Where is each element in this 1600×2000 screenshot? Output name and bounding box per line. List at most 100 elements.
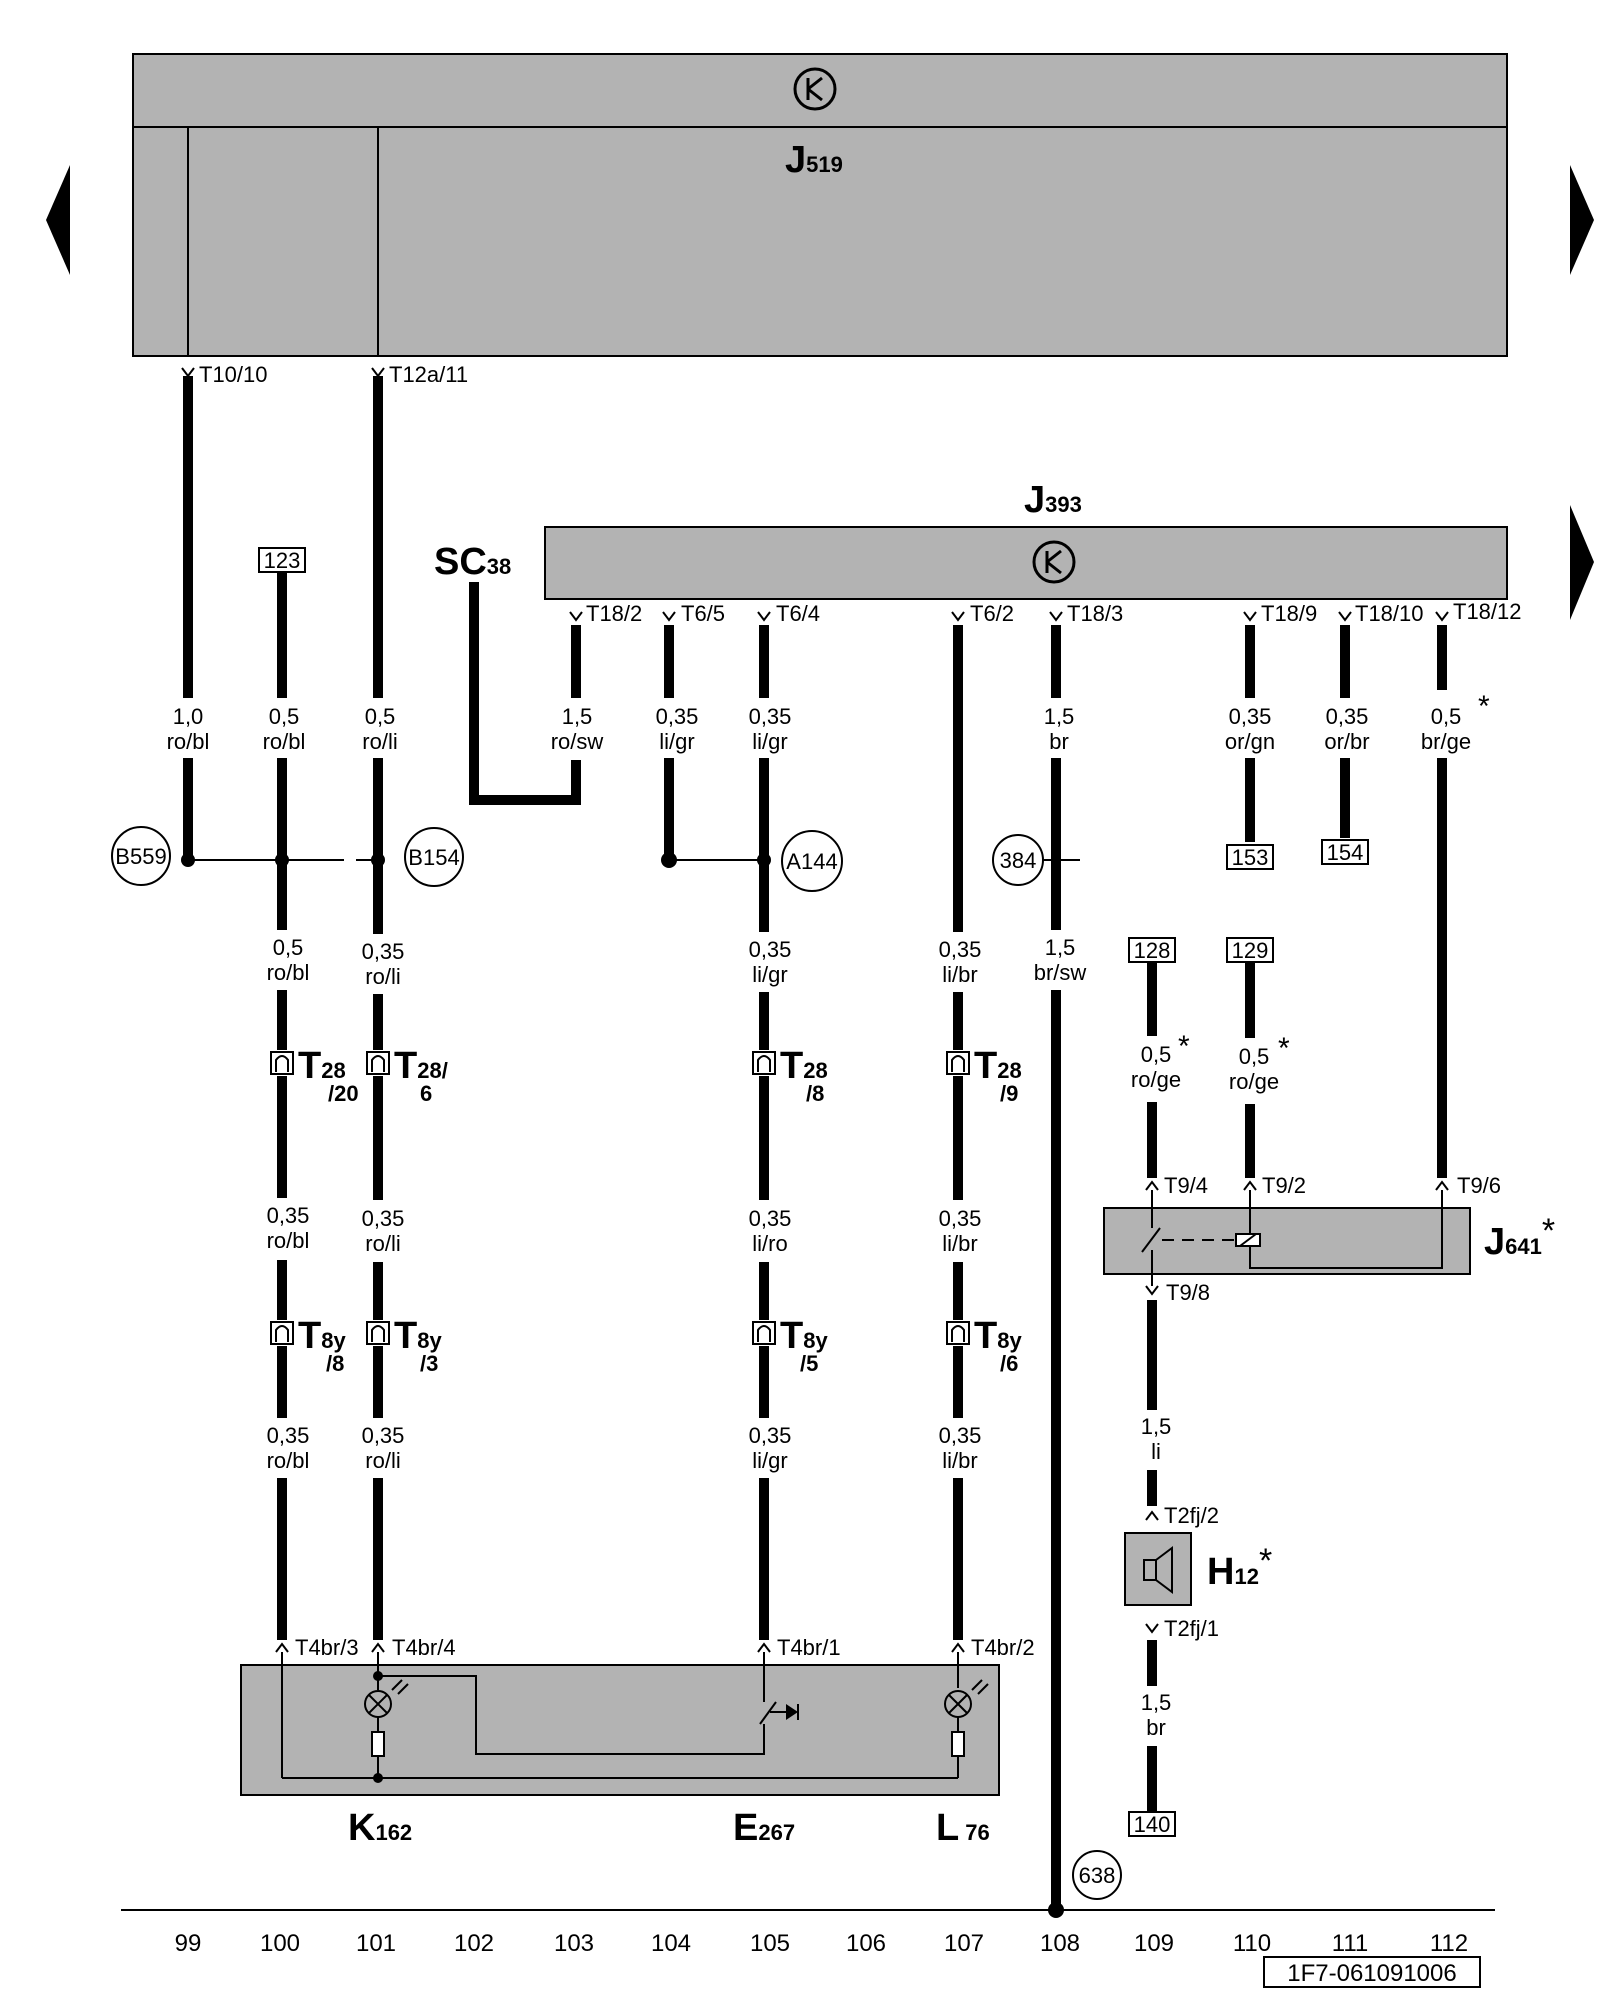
k162-label: K162 <box>348 1807 412 1849</box>
wire-color: ro/bl <box>267 1448 310 1473</box>
junctions <box>181 852 1080 1918</box>
horn-icon <box>1143 1546 1173 1594</box>
wire-color: ro/bl <box>263 729 306 754</box>
plug-connector-icon <box>270 1051 294 1075</box>
pin-label: T6/4 <box>776 601 820 626</box>
connector-pin: /3 <box>420 1351 438 1376</box>
previous-page-arrow-icon[interactable] <box>46 165 70 275</box>
wire-color: ro/li <box>365 1231 400 1256</box>
control-unit-j393: J393 <box>544 479 1508 600</box>
pin-label: T9/8 <box>1166 1280 1210 1305</box>
connector-label: T8y <box>974 1315 1022 1357</box>
wire-color: li <box>1151 1439 1161 1464</box>
ground-symbol-icon <box>1032 540 1076 584</box>
wire-size: 0,35 <box>749 1423 792 1448</box>
pin-label: T4br/3 <box>295 1635 359 1660</box>
wire-size: 0,5 <box>1431 704 1462 729</box>
wires <box>183 376 1447 1910</box>
ground-point-ref: B559 <box>115 844 166 869</box>
plug-connector-icon <box>946 1321 970 1345</box>
wire-color: or/gn <box>1225 729 1275 754</box>
connector-label: T28 <box>780 1045 828 1087</box>
asterisk-mark: * <box>1178 1030 1190 1063</box>
column-number: 108 <box>1040 1930 1080 1957</box>
wire-color: or/br <box>1324 729 1369 754</box>
track-ref: 154 <box>1327 840 1364 865</box>
connector-label: T28/ <box>394 1045 448 1087</box>
wire-color: ro/sw <box>551 729 604 754</box>
column-number: 109 <box>1134 1930 1174 1957</box>
indicator-lamp-icon <box>944 1679 989 1778</box>
plug-connector-icon <box>366 1321 390 1345</box>
component-housing <box>240 1652 1000 1796</box>
ground-point-ref: 384 <box>1000 848 1037 873</box>
next-page-arrow-icon[interactable] <box>1570 165 1594 275</box>
plug-connector-icon <box>270 1321 294 1345</box>
wire-size: 0,35 <box>267 1423 310 1448</box>
column-number: 104 <box>651 1930 691 1957</box>
warning-lamp-icon <box>364 1679 409 1778</box>
wire-color: br <box>1146 1715 1166 1740</box>
wire-color: li/gr <box>659 729 694 754</box>
wire-color: li/br <box>942 1231 977 1256</box>
pin-labels: T10/10 T12a/11 T18/2 T6/5 T6/4 T6/2 T18/… <box>199 362 1522 1660</box>
wire-size: 1,5 <box>562 704 593 729</box>
wire-size: 0,35 <box>656 704 699 729</box>
track-ref: 129 <box>1232 938 1269 963</box>
wire-color: ro/ge <box>1229 1069 1279 1094</box>
ground-point-ref: B154 <box>408 845 459 870</box>
wire-size: 0,5 <box>365 704 396 729</box>
wire-color: li/gr <box>752 729 787 754</box>
wire-size: 0,35 <box>749 937 792 962</box>
connector-label: T28 <box>298 1045 346 1087</box>
wire-size: 0,35 <box>749 1206 792 1231</box>
wire-size: 0,5 <box>269 704 300 729</box>
connection-ref: A144 <box>786 849 837 874</box>
connector-pin: /6 <box>1000 1351 1018 1376</box>
connector-pin: /5 <box>800 1351 818 1376</box>
connector-label: T8y <box>394 1315 442 1357</box>
ground-point-ref: 638 <box>1079 1863 1116 1888</box>
connector-label: T8y <box>298 1315 346 1357</box>
pin-label: T12a/11 <box>389 362 468 387</box>
wire-size: 0,5 <box>1239 1044 1270 1069</box>
column-number: 102 <box>454 1930 494 1957</box>
wire-size: 1,5 <box>1045 935 1076 960</box>
pin-label: T6/5 <box>681 601 725 626</box>
wire-size: 1,5 <box>1044 704 1075 729</box>
pin-label: T18/2 <box>586 601 642 626</box>
wire-color: ro/li <box>365 1448 400 1473</box>
wire-size: 0,35 <box>362 1423 405 1448</box>
pin-label: T10/10 <box>199 362 268 387</box>
control-unit-j519: J519 <box>132 53 1508 357</box>
wire-size: 1,5 <box>1141 1690 1172 1715</box>
pin-label: T9/4 <box>1164 1173 1208 1198</box>
wire-color: ro/li <box>365 964 400 989</box>
plug-connector-icon <box>946 1051 970 1075</box>
pin-label: T6/2 <box>970 601 1014 626</box>
j641-label: J641* <box>1484 1212 1555 1263</box>
diagram-code: 1F7-061091006 <box>1287 1960 1456 1987</box>
connector-label: T8y <box>780 1315 828 1357</box>
pin-label: T18/12 <box>1453 599 1522 624</box>
pin-label: T2fj/1 <box>1164 1616 1219 1641</box>
pin-label: T9/6 <box>1457 1173 1501 1198</box>
connector-pin: 6 <box>420 1081 432 1106</box>
wire-color: li/br <box>942 962 977 987</box>
e267-label: E267 <box>733 1807 795 1849</box>
plug-connector-icon <box>752 1051 776 1075</box>
plug-connector-icon <box>366 1051 390 1075</box>
wire-labels: 1,0 ro/bl 0,5 ro/bl 0,5 ro/li 1,5 ro/sw … <box>160 690 1490 1746</box>
column-number: 107 <box>944 1930 984 1957</box>
j393-label: J393 <box>1024 479 1082 521</box>
track-ref: 128 <box>1134 938 1171 963</box>
connector-pin: /9 <box>1000 1081 1018 1106</box>
wire-color: ro/ge <box>1131 1067 1181 1092</box>
wire-size: 0,35 <box>1326 704 1369 729</box>
next-page-arrow-icon[interactable] <box>1570 505 1594 620</box>
column-number: 110 <box>1233 1930 1271 1957</box>
connectors: T28 /20 T28/ 6 T28 /8 T28 /9 T8y /8 <box>270 1045 1022 1376</box>
wire-size: 0,5 <box>273 935 304 960</box>
